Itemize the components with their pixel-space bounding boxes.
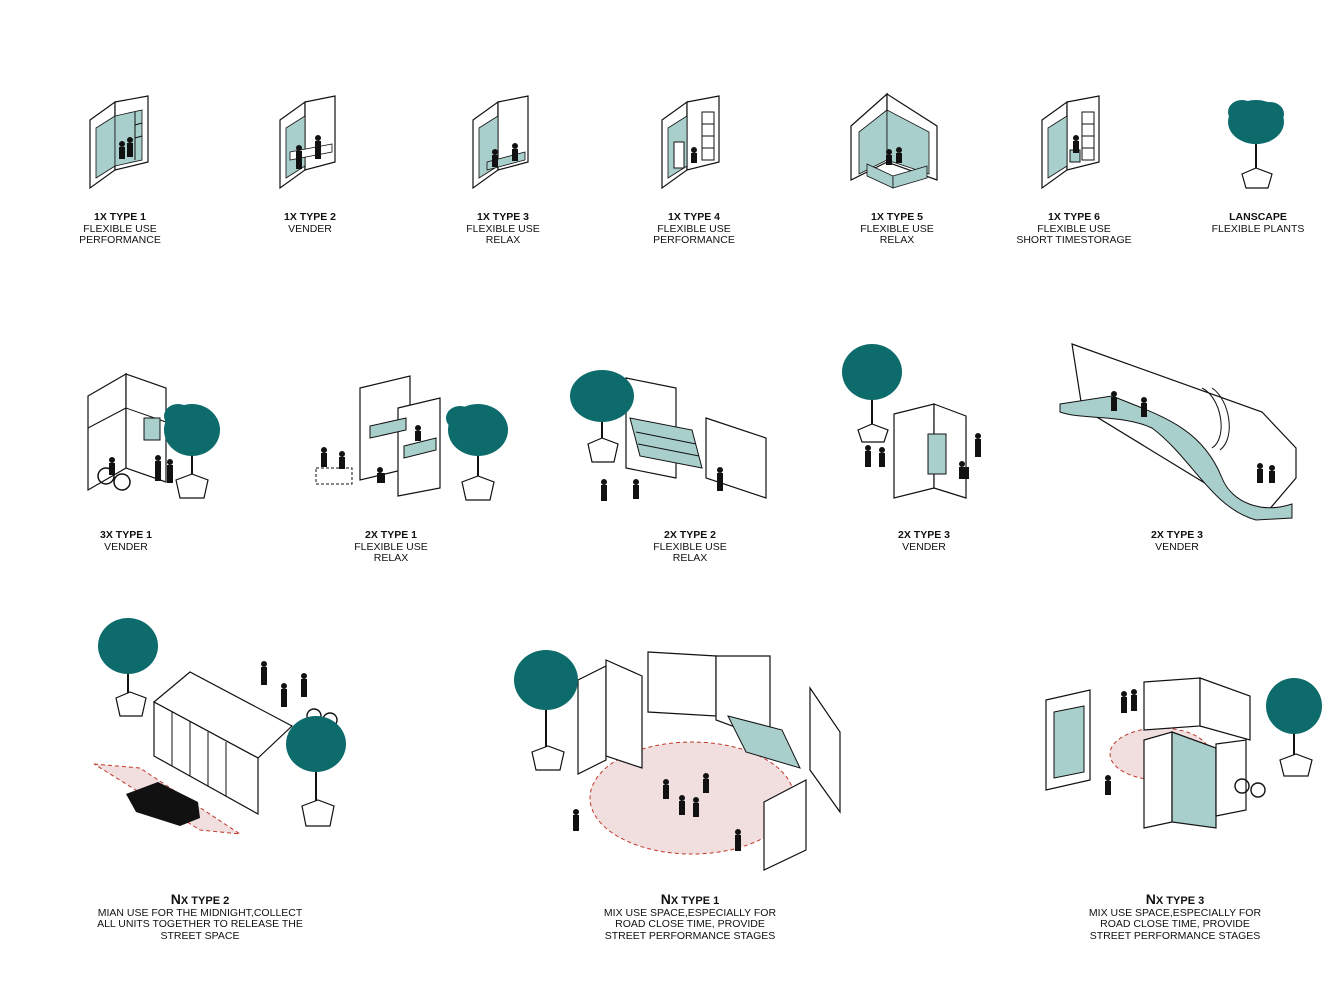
row1-item-4-line-2: PERFORMANCE bbox=[653, 234, 735, 246]
row1-item-6-line-2: SHORT TIMESTORAGE bbox=[1016, 234, 1132, 246]
row3-item-2-prefix: N bbox=[660, 891, 671, 907]
cluster-3x-type1-icon bbox=[87, 372, 220, 499]
row3-item-3-prefix: N bbox=[1145, 891, 1156, 907]
unit-type6-icon bbox=[1041, 95, 1100, 190]
tree-planter-icon bbox=[1228, 100, 1284, 189]
row1-item-4-title: 1X TYPE 4 bbox=[668, 211, 720, 223]
row3-item-3: NX TYPE 3 MIX USE SPACE,ESPECIALLY FOR R… bbox=[1040, 660, 1322, 946]
row1-item-2-title: 1X TYPE 2 bbox=[284, 211, 336, 223]
unit-type2-icon bbox=[279, 95, 336, 190]
row3-item-2-line-3: STREET PERFORMANCE STAGES bbox=[604, 929, 776, 942]
row3-item-1-line-1: MIAN USE FOR THE MIDNIGHT,COLLECT bbox=[97, 906, 303, 919]
row1-item-7-line-1: FLEXIBLE PLANTS bbox=[1211, 222, 1305, 235]
row3-item-2: NX TYPE 1 MIX USE SPACE,ESPECIALLY FOR R… bbox=[506, 640, 866, 946]
unit-type1-icon bbox=[89, 95, 149, 190]
row1-item-6: 1X TYPE 6 FLEXIBLE USE SHORT TIMESTORAGE bbox=[1014, 90, 1134, 260]
performance-ring-icon bbox=[514, 650, 841, 871]
row1-item-1-line-1: FLEXIBLE USE bbox=[83, 222, 157, 235]
row1-item-1-line-2: PERFORMANCE bbox=[79, 234, 161, 246]
row2-item-2-line-2: RELAX bbox=[373, 552, 409, 564]
row1-item-2-line-1: VENDER bbox=[288, 222, 332, 235]
row2-item-5: 2X TYPE 3 VENDER bbox=[1052, 328, 1302, 568]
row2-item-1-line-1: VENDER bbox=[104, 540, 148, 553]
row3-item-1-suffix: X TYPE 2 bbox=[180, 895, 230, 907]
wave-canopy-icon bbox=[1059, 343, 1297, 521]
cluster-2x-type3-icon bbox=[842, 344, 981, 499]
cluster-2x-type1-icon bbox=[315, 375, 508, 501]
mixed-street-icon bbox=[1045, 677, 1322, 829]
row1-item-3-title: 1X TYPE 3 bbox=[477, 211, 529, 223]
row1-item-3-line-2: RELAX bbox=[485, 234, 521, 246]
row2-item-3-line-2: RELAX bbox=[672, 552, 708, 564]
row3-item-3-line-2: ROAD CLOSE TIME, PROVIDE bbox=[1100, 918, 1250, 930]
row2-item-1: 3X TYPE 1 VENDER bbox=[66, 368, 226, 558]
row3-item-1-prefix: N bbox=[170, 891, 181, 907]
row1-item-5: 1X TYPE 5 FLEXIBLE USE RELAX bbox=[837, 90, 957, 260]
row1-item-7: LANSCAPE FLEXIBLE PLANTS bbox=[1198, 90, 1318, 260]
row1-item-1: 1X TYPE 1 FLEXIBLE USE PERFORMANCE bbox=[60, 90, 180, 260]
row3-item-2-line-2: ROAD CLOSE TIME, PROVIDE bbox=[615, 918, 765, 930]
unit-type4-icon bbox=[661, 95, 720, 190]
row2-item-3-line-1: FLEXIBLE USE bbox=[653, 540, 727, 553]
row1-item-6-title: 1X TYPE 6 bbox=[1048, 211, 1100, 223]
row2-item-4-line-1: VENDER bbox=[902, 540, 946, 553]
row3-item-1-line-3: STREET SPACE bbox=[160, 929, 240, 942]
row1-item-7-title: LANSCAPE bbox=[1229, 211, 1287, 223]
row3-item-3-line-3: STREET PERFORMANCE STAGES bbox=[1089, 929, 1261, 942]
row1-item-5-title: 1X TYPE 5 bbox=[871, 211, 923, 223]
row2-item-3-title: 2X TYPE 2 bbox=[664, 529, 716, 541]
unit-type3-icon bbox=[472, 95, 529, 190]
row2-item-2-line-1: FLEXIBLE USE bbox=[354, 540, 428, 553]
row1-item-5-line-1: FLEXIBLE USE bbox=[860, 222, 934, 235]
row1-item-4: 1X TYPE 4 FLEXIBLE USE PERFORMANCE bbox=[634, 90, 754, 260]
row2-item-5-line-1: VENDER bbox=[1155, 540, 1199, 553]
row3-item-2-line-1: MIX USE SPACE,ESPECIALLY FOR bbox=[603, 906, 777, 919]
row2-item-1-title: 3X TYPE 1 bbox=[100, 529, 152, 541]
row2-item-3: 2X TYPE 2 FLEXIBLE USE RELAX bbox=[566, 358, 776, 568]
row2-item-2: 2X TYPE 1 FLEXIBLE USE RELAX bbox=[310, 368, 520, 568]
row2-item-5-title: 2X TYPE 3 bbox=[1151, 529, 1203, 541]
row1-item-2: 1X TYPE 2 VENDER bbox=[250, 90, 370, 260]
row3-item-1: NX TYPE 2 MIAN USE FOR THE MIDNIGHT,COLL… bbox=[80, 616, 380, 946]
row3-item-2-suffix: X TYPE 1 bbox=[670, 895, 720, 907]
row2-item-2-title: 2X TYPE 1 bbox=[365, 529, 417, 541]
row3-item-3-line-1: MIX USE SPACE,ESPECIALLY FOR bbox=[1088, 906, 1262, 919]
unit-type5-icon bbox=[850, 92, 938, 189]
row1-item-1-title: 1X TYPE 1 bbox=[94, 211, 146, 223]
row1-item-6-line-1: FLEXIBLE USE bbox=[1037, 222, 1111, 235]
row3-item-1-line-2: ALL UNITS TOGETHER TO RELEASE THE bbox=[97, 918, 303, 930]
row3-item-3-suffix: X TYPE 3 bbox=[1155, 895, 1205, 907]
row2-item-4-title: 2X TYPE 3 bbox=[898, 529, 950, 541]
row1-item-5-line-2: RELAX bbox=[879, 234, 915, 246]
row2-item-4: 2X TYPE 3 VENDER bbox=[838, 338, 1008, 568]
cluster-2x-type2-icon bbox=[570, 370, 767, 501]
row1-item-4-line-1: FLEXIBLE USE bbox=[657, 222, 731, 235]
night-collect-icon bbox=[93, 618, 346, 835]
row1-item-3: 1X TYPE 3 FLEXIBLE USE RELAX bbox=[443, 90, 563, 260]
row1-item-3-line-1: FLEXIBLE USE bbox=[466, 222, 540, 235]
